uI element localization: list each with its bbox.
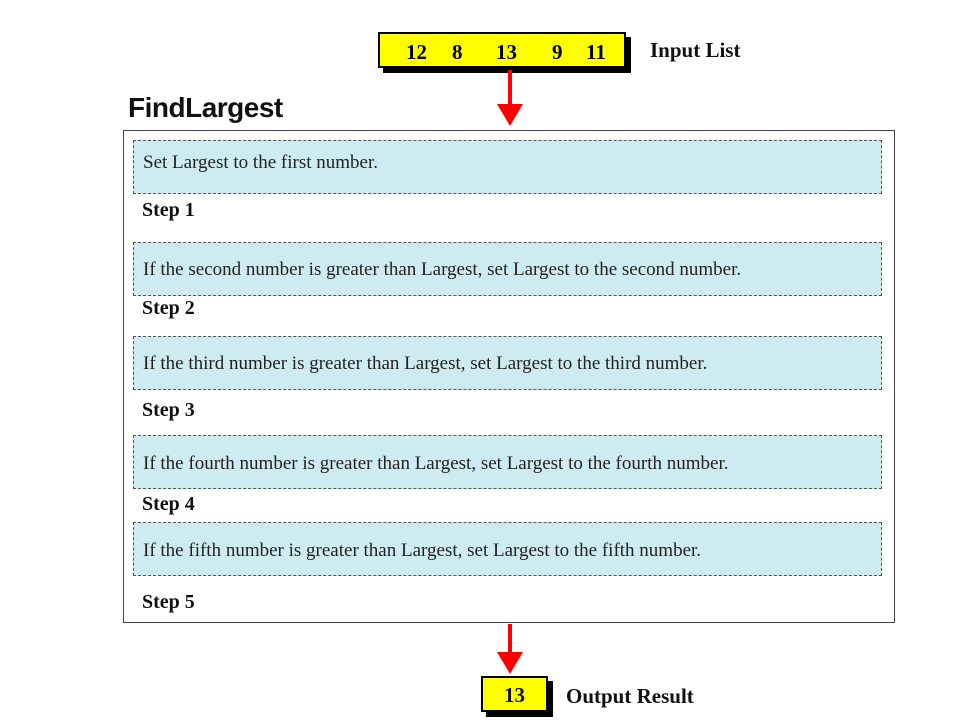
step-1-label: Step 1 <box>142 199 195 221</box>
step-2-text: If the second number is greater than Lar… <box>143 259 742 280</box>
step-5-text: If the fifth number is greater than Larg… <box>143 540 702 561</box>
step-3-label: Step 3 <box>142 399 195 421</box>
algorithm-title: FindLargest <box>128 92 283 123</box>
step-1-text: Set Largest to the first number. <box>143 152 378 173</box>
output-arrow-shaft <box>508 624 512 654</box>
input-number-1: 12 <box>406 40 427 64</box>
step-4-label: Step 4 <box>142 493 195 515</box>
step-1-box: Set Largest to the first number. <box>133 140 882 194</box>
step-2-box: If the second number is greater than Lar… <box>133 242 882 296</box>
input-number-5: 11 <box>586 40 606 64</box>
step-4-text: If the fourth number is greater than Lar… <box>143 453 729 474</box>
step-3-box: If the third number is greater than Larg… <box>133 336 882 390</box>
input-arrow-shaft <box>508 70 512 106</box>
input-list-label: Input List <box>650 38 741 62</box>
input-number-2: 8 <box>452 40 463 64</box>
input-list-box: 12 8 13 9 11 <box>378 32 626 68</box>
output-value: 13 <box>504 683 525 707</box>
input-number-4: 9 <box>552 40 563 64</box>
step-5-label: Step 5 <box>142 591 195 613</box>
input-arrow-head-icon <box>497 104 523 126</box>
step-3-text: If the third number is greater than Larg… <box>143 353 708 374</box>
input-number-3: 13 <box>496 40 517 64</box>
step-4-box: If the fourth number is greater than Lar… <box>133 435 882 489</box>
step-2-label: Step 2 <box>142 297 195 319</box>
output-arrow-head-icon <box>497 652 523 674</box>
output-result-label: Output Result <box>566 684 694 708</box>
output-result-box: 13 <box>481 676 548 712</box>
step-5-box: If the fifth number is greater than Larg… <box>133 522 882 576</box>
